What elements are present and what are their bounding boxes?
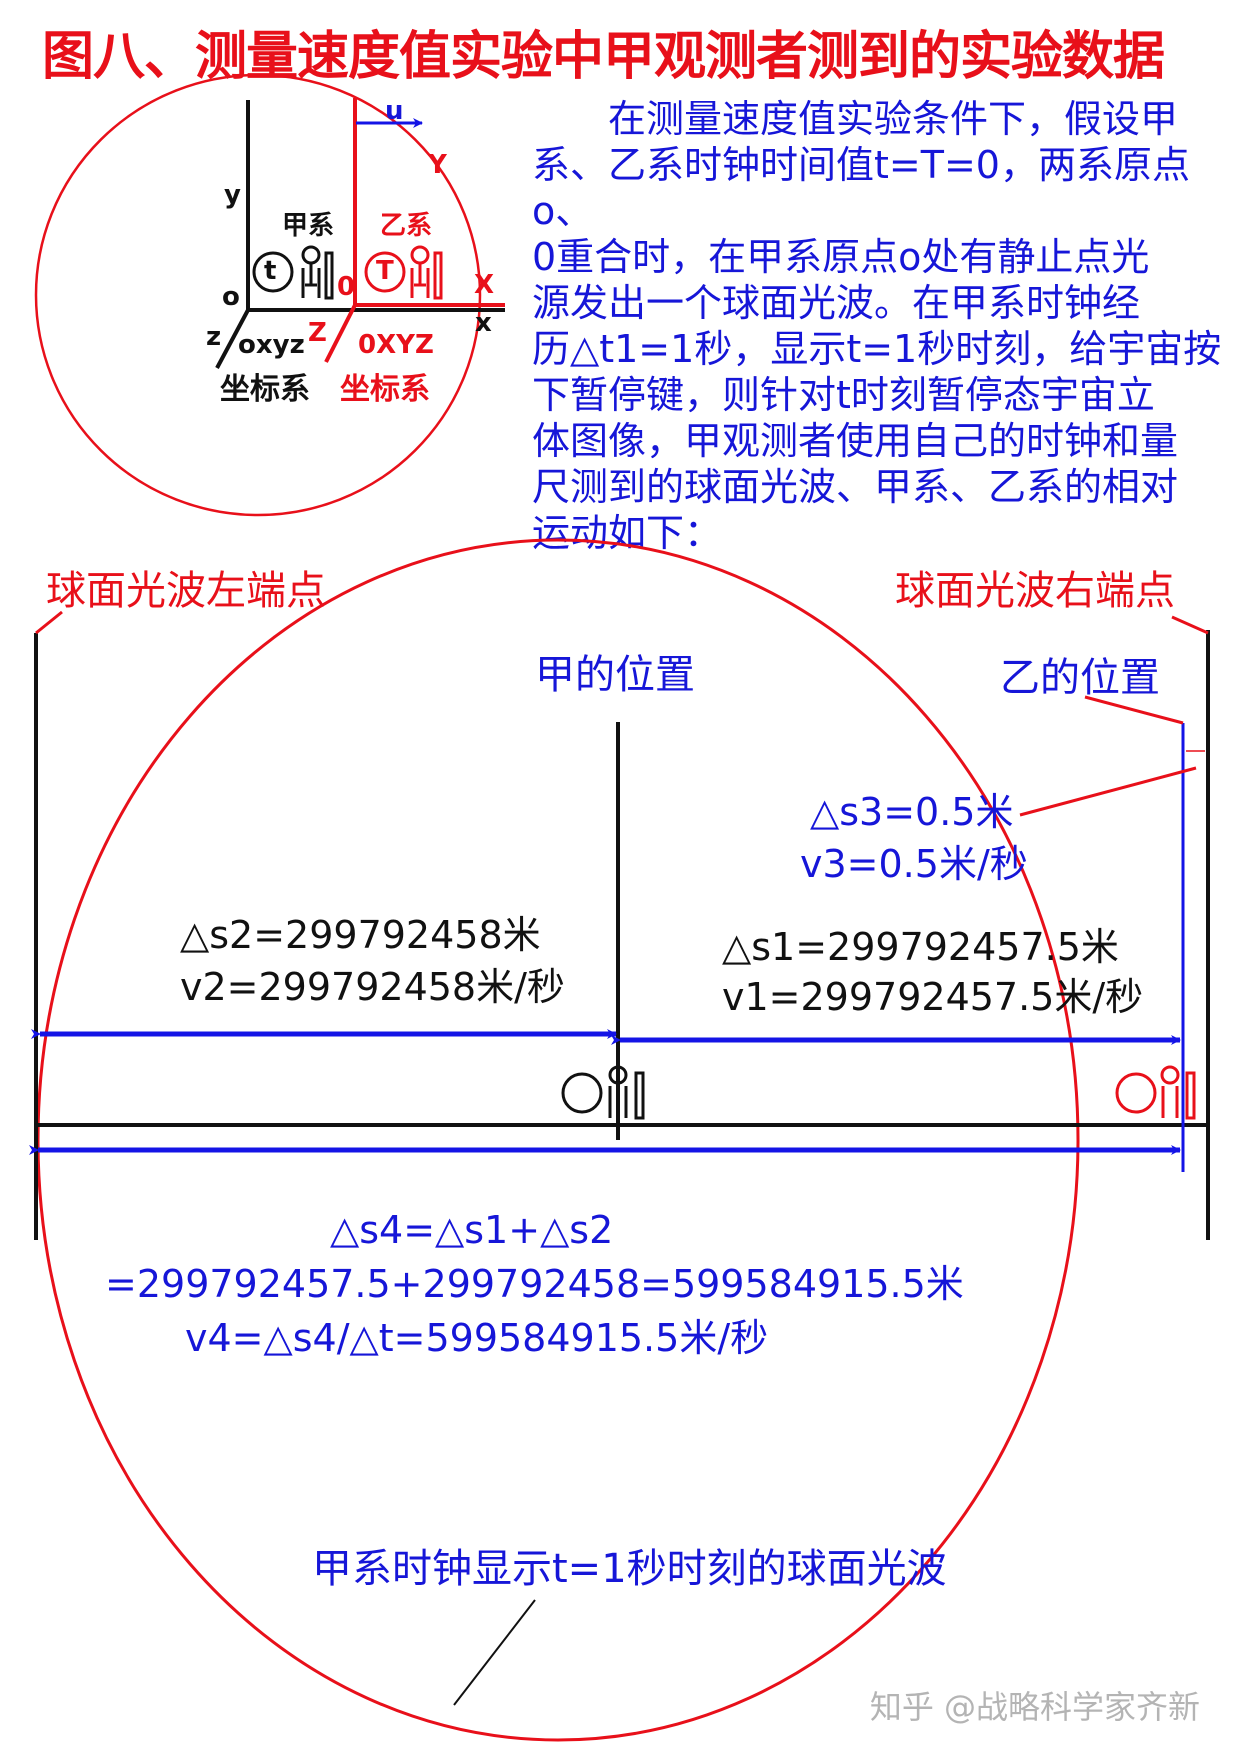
clock-b-icon (364, 251, 406, 293)
clock-a-icon (252, 251, 294, 293)
clock-b-label: T (376, 256, 394, 286)
left-endpoint-leader (35, 610, 63, 635)
wave-caption-leader (453, 1599, 536, 1706)
a-position-label: 甲的位置 (535, 652, 695, 698)
frame-a-label: 甲系 (282, 211, 335, 241)
s3-leader (1019, 766, 1197, 817)
frame-b-label: 乙系 (380, 211, 433, 241)
coord-b-suffix: 坐标系 (340, 372, 430, 407)
axis-y-label: y (224, 180, 241, 210)
description-line: 运动如下： (532, 511, 723, 555)
s4-value: =299792457.5+299792458=599584915.5米 (105, 1262, 964, 1306)
coord-a-name: oxyz (238, 330, 305, 360)
clock-a-label: t (264, 256, 277, 286)
v1-value: v1=299792457.5米/秒 (722, 975, 1144, 1019)
right-endpoint-label: 球面光波右端点 (895, 568, 1175, 614)
v2-value: v2=299792458米/秒 (180, 965, 565, 1009)
left-endpoint-label: 球面光波左端点 (46, 568, 326, 614)
description-line: 体图像，甲观测者使用自己的时钟和量 (532, 419, 1179, 463)
origin-0-label: 0 (337, 272, 356, 302)
inset-diagram (34, 73, 505, 517)
v4-value: v4=△s4/△t=599584915.5米/秒 (185, 1316, 769, 1360)
clock-b-main-icon (1115, 1072, 1157, 1114)
axis-Y-label: Y (428, 150, 447, 180)
description-paragraph: 在测量速度值实验条件下，假设甲 系、乙系时钟时间值t=T=0，两系原点o、 0重… (532, 96, 1222, 556)
description-line: 0重合时，在甲系原点o处有静止点光 (532, 235, 1150, 279)
observer-a-icon (301, 245, 334, 300)
observer-b-icon (410, 245, 443, 300)
inset-Z-axis (324, 304, 357, 363)
clock-a-main-icon (561, 1072, 603, 1114)
b-position-leader (1084, 695, 1184, 725)
velocity-label: u (385, 96, 404, 126)
axis-Z-label: Z (308, 318, 327, 348)
s3-value: △s3=0.5米 (810, 790, 1014, 834)
inset-wave-circle (34, 73, 482, 517)
s1-value: △s1=299792457.5米 (722, 925, 1119, 969)
description-line: 系、乙系时钟时间值t=T=0，两系原点o、 (532, 143, 1190, 233)
wave-caption: 甲系时钟显示t=1秒时刻的球面光波 (312, 1546, 947, 1592)
description-line: 历△t1=1秒，显示t=1秒时刻，给宇宙按 (532, 327, 1222, 371)
axis-z-label: z (206, 322, 222, 352)
main-diagram (29, 538, 1210, 1742)
s2-value: △s2=299792458米 (180, 913, 541, 957)
description-line: 尺测到的球面光波、甲系、乙系的相对 (532, 465, 1179, 509)
description-line: 源发出一个球面光波。在甲系时钟经 (532, 281, 1141, 325)
axis-x-label: x (475, 308, 492, 338)
observer-b-main-icon (1160, 1065, 1196, 1120)
right-endpoint-leader (1171, 615, 1209, 635)
description-line: 在测量速度值实验条件下，假设甲 (532, 97, 1179, 141)
description-line: 下暂停键，则针对t时刻暂停态宇宙立 (532, 373, 1155, 417)
observer-a-main-icon (608, 1065, 645, 1120)
b-position-label: 乙的位置 (1000, 655, 1160, 701)
s4-formula: △s4=△s1+△s2 (330, 1208, 614, 1252)
coord-b-name: 0XYZ (358, 330, 434, 360)
v3-value: v3=0.5米/秒 (800, 842, 1028, 886)
origin-o-label: o (222, 282, 240, 312)
coord-a-suffix: 坐标系 (220, 372, 310, 407)
axis-X-label: X (474, 270, 495, 300)
inset-z-axis (215, 309, 250, 369)
watermark: 知乎 @战略科学家齐新 (869, 1688, 1200, 1726)
